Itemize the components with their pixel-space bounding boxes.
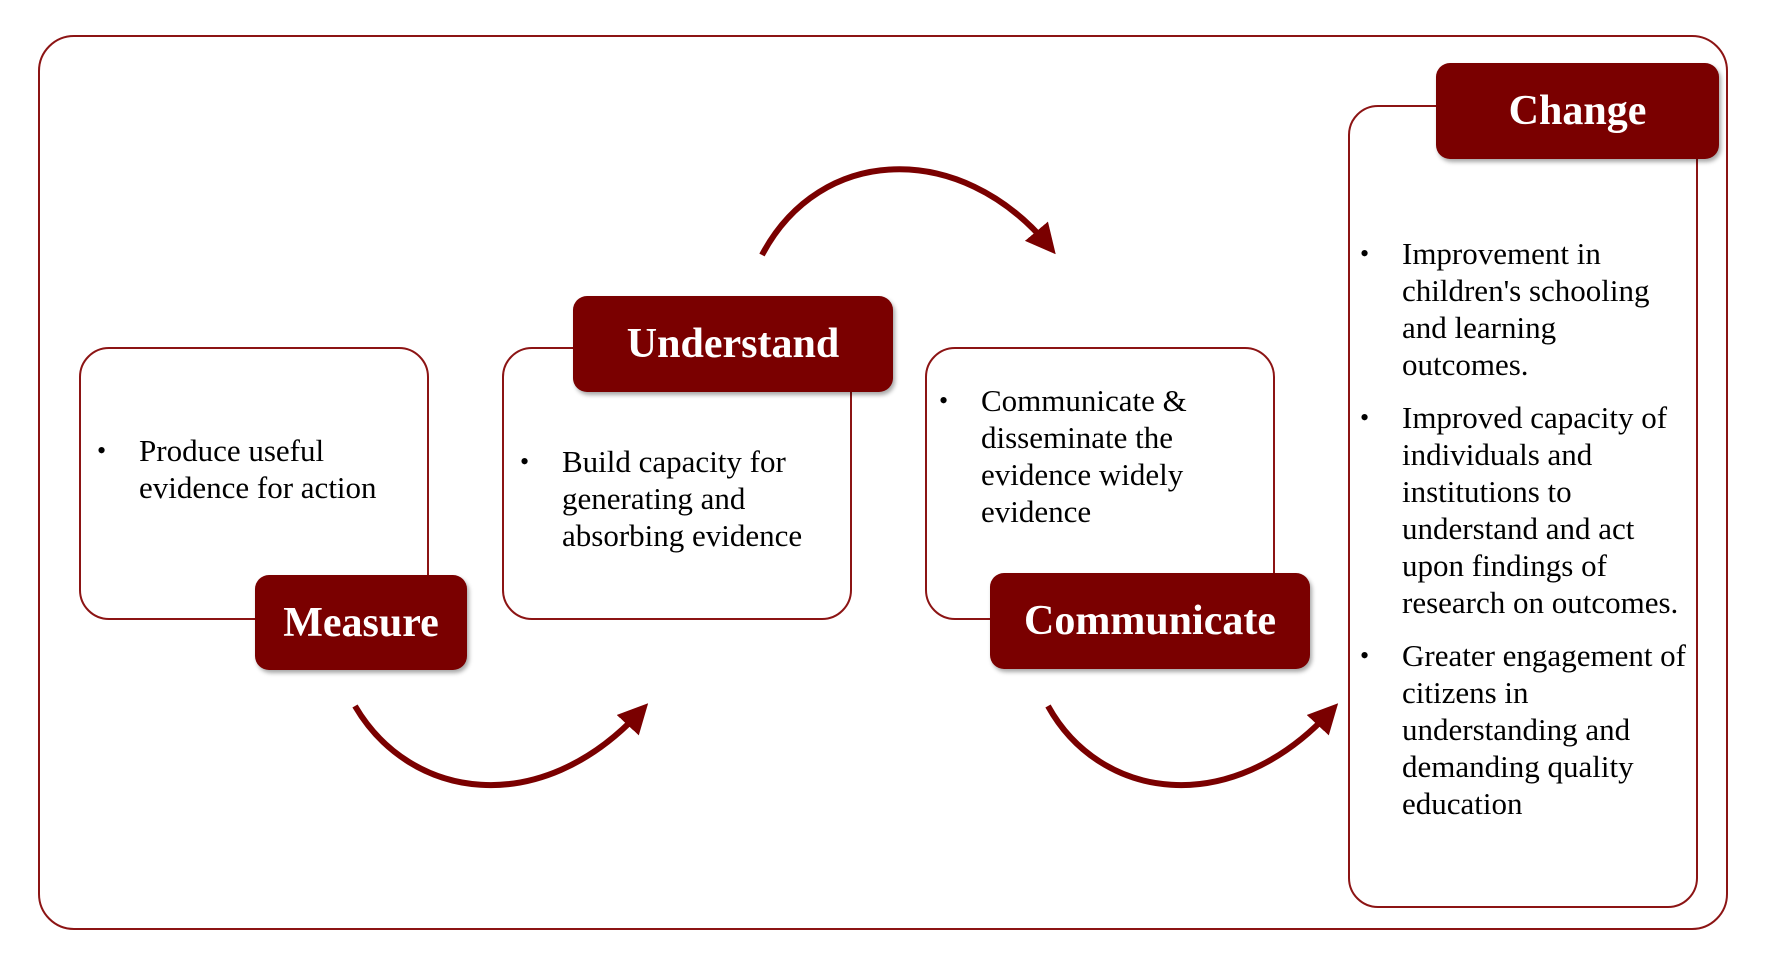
understand-bullet-1: Build capacity for generating and absorb… [520,443,845,554]
change-label: Change [1436,63,1719,159]
change-bullets: Improvement in children's schooling and … [1360,235,1690,822]
diagram-frame [38,35,1728,930]
arrow-measure-to-understand-icon [352,703,649,788]
change-bullet-3: Greater engagement of citizens in unders… [1360,637,1690,822]
measure-label: Measure [255,575,467,670]
communicate-bullet-1: Communicate & disseminate the evidence w… [939,382,1239,530]
understand-label: Understand [573,296,893,392]
understand-bullets: Build capacity for generating and absorb… [520,443,845,554]
communicate-bullets: Communicate & disseminate the evidence w… [939,382,1239,530]
arrow-understand-to-communicate-icon [759,166,1056,257]
change-bullet-1: Improvement in children's schooling and … [1360,235,1690,383]
change-bullet-2: Improved capacity of individuals and ins… [1360,399,1690,621]
arrow-communicate-to-change-icon [1045,703,1339,788]
measure-bullet-1: Produce useful evidence for action [97,432,417,506]
measure-bullets: Produce useful evidence for action [97,432,417,506]
communicate-label: Communicate [990,573,1310,669]
